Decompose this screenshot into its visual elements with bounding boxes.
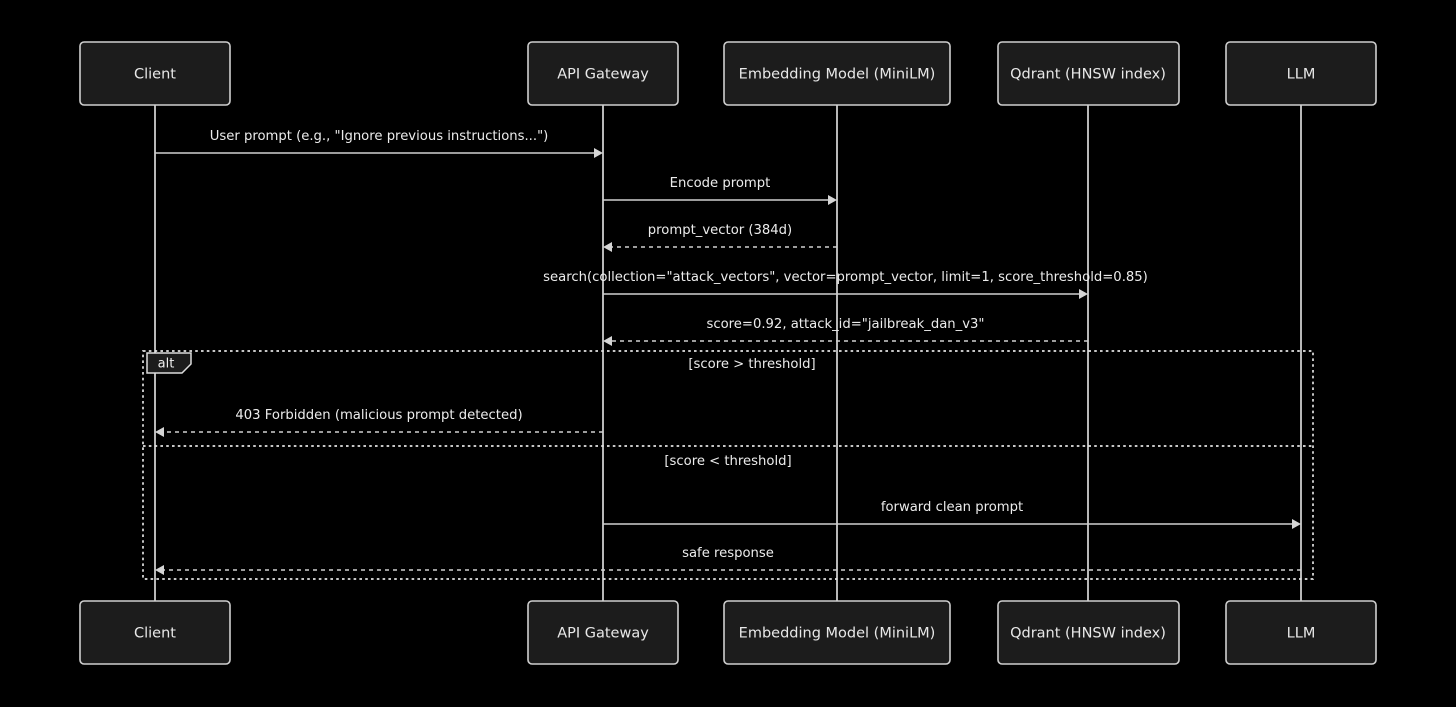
arrow-head-icon	[603, 336, 612, 346]
participant-gateway-bottom[interactable]: API Gateway	[527, 600, 679, 665]
participant-client-bottom[interactable]: Client	[79, 600, 231, 665]
alt-tag: alt	[146, 352, 192, 374]
message-label: score=0.92, attack_id="jailbreak_dan_v3"	[706, 317, 984, 332]
message-5[interactable]: score=0.92, attack_id="jailbreak_dan_v3"	[603, 317, 1088, 346]
alt-condition-branch-2: [score < threshold]	[664, 454, 791, 469]
participant-label: Client	[134, 67, 176, 83]
participant-label: LLM	[1287, 67, 1316, 83]
messages-layer: User prompt (e.g., "Ignore previous inst…	[155, 129, 1301, 575]
participant-label: Embedding Model (MiniLM)	[739, 626, 936, 642]
message-label: safe response	[682, 546, 774, 561]
arrow-head-icon	[828, 195, 837, 205]
participant-label: Embedding Model (MiniLM)	[739, 67, 936, 83]
message-7[interactable]: forward clean prompt	[603, 500, 1301, 529]
message-3[interactable]: prompt_vector (384d)	[603, 223, 837, 252]
message-label: prompt_vector (384d)	[648, 223, 792, 238]
participant-client-top[interactable]: Client	[79, 41, 231, 106]
message-1[interactable]: User prompt (e.g., "Ignore previous inst…	[155, 129, 603, 158]
lifelines-layer	[154, 105, 1302, 601]
participant-label: Qdrant (HNSW index)	[1010, 626, 1166, 642]
participant-label: Qdrant (HNSW index)	[1010, 67, 1166, 83]
message-6[interactable]: 403 Forbidden (malicious prompt detected…	[155, 408, 603, 437]
participant-llm-bottom[interactable]: LLM	[1225, 600, 1377, 665]
message-4[interactable]: search(collection="attack_vectors", vect…	[543, 270, 1148, 299]
participant-label: API Gateway	[557, 626, 649, 642]
message-8[interactable]: safe response	[155, 546, 1301, 575]
participant-qdrant-top[interactable]: Qdrant (HNSW index)	[997, 41, 1180, 106]
alt-fragment-layer: alt [score > threshold] [score < threshold…	[142, 350, 1314, 580]
message-label: search(collection="attack_vectors", vect…	[543, 270, 1148, 285]
arrow-head-icon	[155, 565, 164, 575]
participant-label: Client	[134, 626, 176, 642]
arrow-head-icon	[1079, 289, 1088, 299]
arrow-head-icon	[594, 148, 603, 158]
arrow-head-icon	[603, 242, 612, 252]
alt-fragment: alt [score > threshold] [score < threshold…	[142, 350, 1314, 580]
message-label: Encode prompt	[670, 176, 771, 191]
participant-label: API Gateway	[557, 67, 649, 83]
message-label: 403 Forbidden (malicious prompt detected…	[235, 408, 522, 423]
arrow-head-icon	[1292, 519, 1301, 529]
message-2[interactable]: Encode prompt	[603, 176, 837, 205]
alt-condition-branch-1: [score > threshold]	[688, 357, 815, 372]
alt-tag-label: alt	[158, 357, 175, 372]
participant-embedding-top[interactable]: Embedding Model (MiniLM)	[723, 41, 951, 106]
participant-llm-top[interactable]: LLM	[1225, 41, 1377, 106]
message-label: User prompt (e.g., "Ignore previous inst…	[210, 129, 549, 144]
participant-label: LLM	[1287, 626, 1316, 642]
message-label: forward clean prompt	[881, 500, 1023, 515]
arrow-head-icon	[155, 427, 164, 437]
participant-gateway-top[interactable]: API Gateway	[527, 41, 679, 106]
participant-embedding-bottom[interactable]: Embedding Model (MiniLM)	[723, 600, 951, 665]
participant-qdrant-bottom[interactable]: Qdrant (HNSW index)	[997, 600, 1180, 665]
